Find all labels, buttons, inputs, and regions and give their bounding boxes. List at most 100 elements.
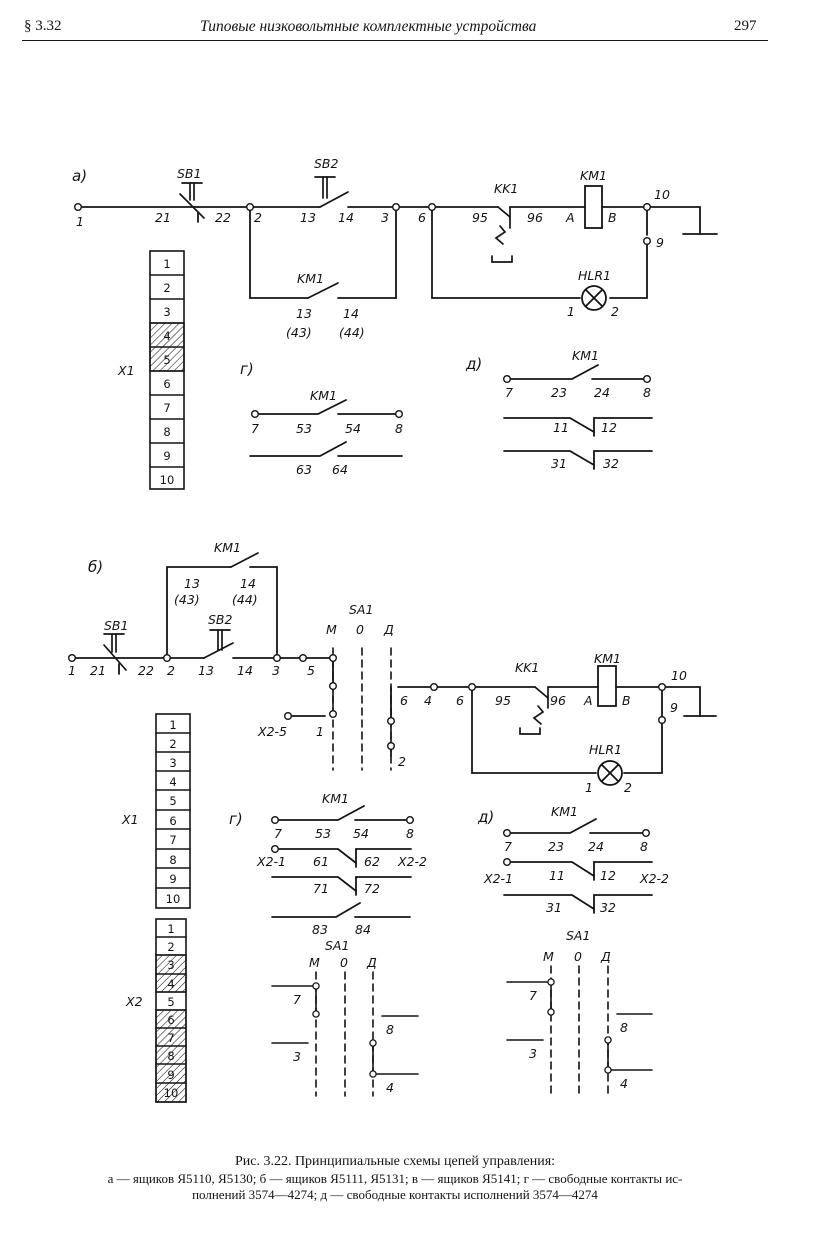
b-x2-terminal-10: 10 bbox=[164, 1086, 179, 1100]
section-number: § 3.32 bbox=[24, 18, 62, 34]
b-g-x2-2: X2-2 bbox=[397, 854, 427, 869]
variant-a-d-32: 32 bbox=[603, 456, 619, 471]
x1-label: X1 bbox=[117, 363, 135, 378]
b-node-22: 22 bbox=[138, 663, 154, 678]
b-g-71: 71 bbox=[313, 881, 329, 896]
b-d-sa-4: 4 bbox=[620, 1076, 628, 1091]
b-x2-terminal-6: 6 bbox=[167, 1013, 174, 1027]
b-g-83: 83 bbox=[312, 922, 328, 937]
variant-a-g-label: г) bbox=[240, 360, 254, 378]
b-x2-terminal-7: 7 bbox=[167, 1031, 174, 1045]
b-g-54: 54 bbox=[353, 826, 369, 841]
b-d-7: 7 bbox=[504, 839, 512, 854]
b-sa-4: 4 bbox=[424, 693, 432, 708]
variant-a-d-km1: KM1 bbox=[572, 348, 599, 363]
b-x1-terminal-2: 2 bbox=[169, 737, 176, 751]
sb1-label: SB1 bbox=[177, 166, 201, 181]
b-x2-terminal-9: 9 bbox=[167, 1068, 174, 1082]
b-sb1-label: SB1 bbox=[104, 618, 128, 633]
b-sa1-pos-d: Д bbox=[383, 622, 394, 637]
b-d-x2-1: X2-1 bbox=[483, 871, 513, 886]
variant-a-g-64: 64 bbox=[332, 462, 348, 477]
variant-b-kk1-thermal-contact bbox=[519, 686, 549, 735]
b-x1-terminal-4: 4 bbox=[169, 775, 176, 789]
b-d-31: 31 bbox=[546, 900, 562, 915]
x1-terminal-2: 2 bbox=[163, 281, 170, 295]
variant-a-g-53: 53 bbox=[296, 421, 312, 436]
variant-b-d-label: д) bbox=[477, 808, 494, 826]
variant-a-x1-terminal-block bbox=[149, 250, 185, 490]
b-d-sa-7: 7 bbox=[529, 988, 537, 1003]
coil-terminal-b: B bbox=[608, 210, 617, 225]
variant-a-main-wires bbox=[77, 206, 718, 299]
b-d-8: 8 bbox=[640, 839, 648, 854]
km1-coil-label: KM1 bbox=[580, 168, 607, 183]
b-g-sa-0: 0 bbox=[340, 955, 348, 970]
b-x2-terminal-4: 4 bbox=[167, 977, 174, 991]
variant-a-hlr1-lamp bbox=[581, 285, 607, 311]
km1-contact-label: KM1 bbox=[297, 271, 324, 286]
b-g-sa-d: Д bbox=[366, 955, 377, 970]
b-g-sa-m: М bbox=[309, 955, 320, 970]
node-2: 2 bbox=[254, 210, 262, 225]
node-22: 22 bbox=[215, 210, 231, 225]
variant-a-d-24: 24 bbox=[594, 385, 610, 400]
b-km1-node-14: 14 bbox=[240, 576, 256, 591]
b-sa-6: 6 bbox=[400, 693, 408, 708]
b-x1-terminal-10: 10 bbox=[166, 892, 181, 906]
b-g-8: 8 bbox=[406, 826, 414, 841]
b-d-sa-0: 0 bbox=[574, 949, 582, 964]
km1-node-43: (43) bbox=[286, 325, 312, 340]
b-x2-label: X2 bbox=[125, 994, 143, 1009]
b-coil-b: B bbox=[622, 693, 631, 708]
variant-a-g-8: 8 bbox=[395, 421, 403, 436]
figure-caption-line-2: а — ящиков Я5110, Я5130; б — ящиков Я511… bbox=[107, 1171, 683, 1186]
b-km1-coil-label: KM1 bbox=[594, 651, 621, 666]
b-d-12: 12 bbox=[600, 868, 616, 883]
variant-b-main-wires bbox=[71, 566, 717, 774]
b-node-10: 10 bbox=[671, 668, 687, 683]
variant-a-km1-holding-contact bbox=[307, 282, 339, 299]
b-sa-1: 1 bbox=[316, 724, 324, 739]
variant-a-sb1-pushbutton bbox=[179, 182, 205, 219]
b-g-62: 62 bbox=[364, 854, 380, 869]
variant-b-g-sa1-selector bbox=[271, 971, 419, 1097]
kk1-label: KK1 bbox=[494, 181, 518, 196]
x1-terminal-10: 10 bbox=[160, 473, 175, 487]
b-d-sa-8: 8 bbox=[620, 1020, 628, 1035]
x1-terminal-9: 9 bbox=[163, 449, 170, 463]
b-x1-label: X1 bbox=[121, 812, 139, 827]
b-g-61: 61 bbox=[313, 854, 329, 869]
b-d-24: 24 bbox=[588, 839, 604, 854]
b-g-7: 7 bbox=[274, 826, 282, 841]
b-x1-terminal-1: 1 bbox=[169, 718, 176, 732]
variant-a-g-7: 7 bbox=[251, 421, 259, 436]
b-node-5: 5 bbox=[307, 663, 315, 678]
variant-b-km1-coil bbox=[597, 665, 617, 707]
b-node-9: 9 bbox=[670, 700, 678, 715]
b-x2-terminal-5: 5 bbox=[167, 995, 174, 1009]
km1-node-13: 13 bbox=[296, 306, 312, 321]
variant-a-g-contacts bbox=[249, 399, 404, 457]
variant-a-d-label: д) bbox=[465, 355, 482, 373]
b-x1-terminal-9: 9 bbox=[169, 872, 176, 886]
b-node-21: 21 bbox=[90, 663, 106, 678]
b-g-sa-3: 3 bbox=[293, 1049, 301, 1064]
figure-caption-line-3: полнений 3574—4274; д — свободные контак… bbox=[192, 1187, 598, 1202]
node-14: 14 bbox=[338, 210, 354, 225]
variant-a-d-12: 12 bbox=[601, 420, 617, 435]
km1-node-14: 14 bbox=[343, 306, 359, 321]
variant-b-g-label: г) bbox=[229, 810, 243, 828]
x1-terminal-3: 3 bbox=[163, 305, 170, 319]
b-node-14: 14 bbox=[237, 663, 253, 678]
node-13: 13 bbox=[300, 210, 316, 225]
variant-a-g-63: 63 bbox=[296, 462, 312, 477]
b-node-95: 95 bbox=[495, 693, 511, 708]
b-d-sa-d: Д bbox=[600, 949, 611, 964]
b-g-84: 84 bbox=[355, 922, 371, 937]
variant-a-g-km1: KM1 bbox=[310, 388, 337, 403]
b-x2-5: X2-5 bbox=[257, 724, 287, 739]
b-g-sa1: SA1 bbox=[325, 938, 349, 953]
figure-caption-title: Рис. 3.22. Принципиальные схемы цепей уп… bbox=[234, 1154, 556, 1169]
variant-b-sb2-pushbutton bbox=[203, 629, 234, 659]
